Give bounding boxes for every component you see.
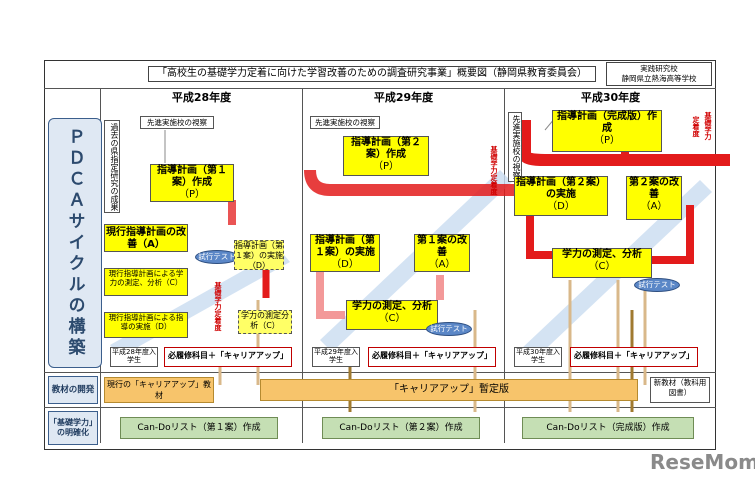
column-divider bbox=[302, 88, 303, 443]
plan-final-create-box: 指導計画（完成版）作成 （P） bbox=[552, 110, 662, 152]
year-header-h28: 平成28年度 bbox=[171, 91, 232, 104]
plan2-implement-box: 指導計画（第２案）の実施 （D） bbox=[514, 176, 608, 216]
materials-row-label: 教材の開発 bbox=[48, 376, 98, 404]
measure-h30-phase: （C） bbox=[588, 261, 616, 272]
basic-ability-vertical-h28: 基礎学力定着度 bbox=[214, 282, 222, 331]
measure-h29-box: 学力の測定、分析 （C） bbox=[346, 300, 438, 330]
cando-list-3: Can-Doリスト（完成版）作成 bbox=[522, 417, 694, 439]
cando-list-2: Can-Doリスト（第２案）作成 bbox=[322, 417, 480, 439]
improve-current-plan-box: 現行指導計画の改善（A） bbox=[104, 224, 188, 252]
plan1-implement-box: 指導計画（第１案）の実施（D） bbox=[234, 240, 284, 270]
plan2-implement-phase: （D） bbox=[547, 201, 575, 212]
advanced-school-visit-h28: 先進実施校の視察 bbox=[140, 116, 214, 129]
basic-ability-vertical-h29: 基礎学力定着度 bbox=[490, 146, 498, 195]
past-research-label: 過去の県指定研究の成果 bbox=[104, 120, 120, 213]
page-title: 「高校生の基礎学力定着に向けた学習改善のための調査研究事業」概要図（静岡県教育委… bbox=[148, 66, 596, 82]
plan1-create-text: 指導計画（第１案）作成 bbox=[157, 165, 227, 188]
plan1-implement-text: 指導計画（第１案）の実施 bbox=[315, 235, 375, 258]
red-flow-arrow bbox=[519, 120, 730, 166]
trial-test-oval-h30: 試行テスト bbox=[634, 278, 680, 292]
trial-test-oval-h29: 試行テスト bbox=[426, 322, 472, 336]
entrant-h29: 平成29年度入学生 bbox=[312, 347, 360, 367]
required-subjects-h28: 必履修科目＋「キャリアアップ」 bbox=[164, 347, 292, 367]
plan1-implement-phase: （D） bbox=[331, 259, 359, 270]
trial-test-oval-h28: 試行テスト bbox=[195, 250, 239, 264]
plan2-implement-text: 指導計画（第２案）の実施 bbox=[516, 177, 606, 200]
year-header-h30: 平成30年度 bbox=[580, 91, 641, 104]
school-label: 実践研究校 静岡県立熱海高等学校 bbox=[606, 62, 712, 86]
entrant-h28: 平成28年度入学生 bbox=[110, 347, 158, 367]
basic-ability-vertical-h30-a: 基礎学力 bbox=[704, 112, 712, 140]
plan2-improve-text: 第２案の改善 bbox=[629, 177, 679, 200]
diagram-frame bbox=[44, 60, 716, 450]
measure-h30-box: 学力の測定、分析 （C） bbox=[552, 248, 652, 278]
new-materials-box: 新教材（教科用図書） bbox=[650, 377, 710, 403]
measure-current-plan-box: 現行指導計画による学力の測定、分析（C） bbox=[104, 268, 188, 296]
plan2-create-box: 指導計画（第２案）作成 （P） bbox=[343, 136, 429, 176]
plan1-create-box: 指導計画（第１案）作成 （P） bbox=[150, 164, 234, 202]
year-header-h29: 平成29年度 bbox=[373, 91, 434, 104]
column-divider bbox=[504, 88, 505, 443]
measure-small-box: 学力の測定分析（C） bbox=[238, 310, 292, 334]
plan2-create-phase: （P） bbox=[372, 161, 400, 172]
school-label-line2: 静岡県立熱海高等学校 bbox=[621, 74, 697, 83]
measure-h29-phase: （C） bbox=[378, 313, 406, 324]
measure-h30-text: 学力の測定、分析 bbox=[562, 249, 642, 260]
measure-h29-text: 学力の測定、分析 bbox=[352, 301, 432, 312]
plan1-create-phase: （P） bbox=[178, 189, 206, 200]
row-divider bbox=[44, 372, 716, 373]
row-divider bbox=[44, 407, 716, 408]
implement-current-plan-box: 現行指導計画による指導の実施（D） bbox=[104, 312, 188, 338]
red-flow-arrow bbox=[526, 210, 555, 259]
cando-list-1: Can-Doリスト（第１案）作成 bbox=[120, 417, 278, 439]
plan-final-create-text: 指導計画（完成版）作成 bbox=[557, 111, 657, 134]
plan1-improve-text: 第１案の改善 bbox=[417, 235, 467, 258]
plan2-improve-box: 第２案の改善 （A） bbox=[626, 176, 682, 220]
school-label-line1: 実践研究校 bbox=[640, 64, 678, 73]
plan-final-create-phase: （P） bbox=[593, 135, 621, 146]
required-subjects-h30: 必履修科目＋「キャリアアップ」 bbox=[570, 347, 698, 367]
pdca-label: ＰＤＣＡサイクルの構築 bbox=[48, 118, 102, 368]
clarify-row-label: 「基礎学力」の明確化 bbox=[48, 411, 98, 445]
plan1-improve-box: 第１案の改善 （A） bbox=[414, 234, 470, 272]
advanced-school-visit-h29: 先進実施校の視察 bbox=[310, 116, 380, 129]
entrant-h30: 平成30年度入学生 bbox=[514, 347, 562, 367]
current-materials-box: 現行の「キャリアアップ」教材 bbox=[104, 377, 214, 403]
plan1-implement-h29-box: 指導計画（第１案）の実施 （D） bbox=[310, 234, 380, 272]
row-divider bbox=[44, 88, 716, 89]
plan2-create-text: 指導計画（第２案）作成 bbox=[351, 137, 421, 160]
advanced-school-visit-h30: 先進実施校の視察 bbox=[508, 112, 522, 182]
basic-ability-vertical-h30-b: 定着度 bbox=[692, 116, 700, 137]
red-flow-arrow bbox=[650, 205, 694, 264]
provisional-materials-bar: 「キャリアアップ」暫定版 bbox=[260, 379, 638, 401]
resemom-watermark: ReseMom bbox=[650, 450, 755, 474]
required-subjects-h29: 必履修科目＋「キャリアアップ」 bbox=[368, 347, 496, 367]
plan1-improve-phase: （A） bbox=[428, 259, 456, 270]
plan2-improve-phase: （A） bbox=[640, 201, 668, 212]
